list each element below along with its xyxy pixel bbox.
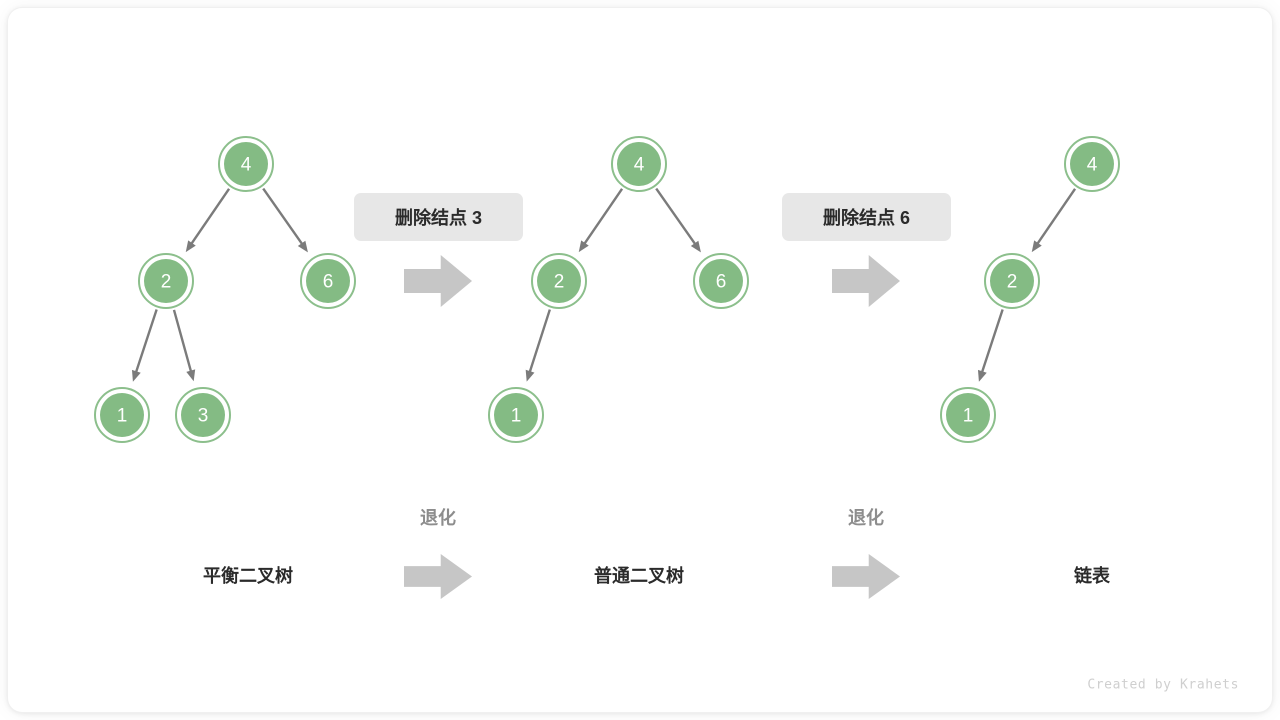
tree-node-value: 1: [117, 406, 128, 427]
transition-label: 退化: [420, 507, 456, 528]
tree-edge: [131, 309, 158, 382]
transition-label: 退化: [848, 507, 884, 528]
tree-edges-layer: [131, 187, 1077, 382]
tree-node-value: 4: [634, 155, 645, 176]
tree-node[interactable]: 4: [611, 136, 667, 192]
operation-label: 删除结点 6: [782, 193, 951, 241]
tree-node-value: 6: [323, 272, 334, 293]
tree-edge: [1031, 188, 1077, 253]
tree-edge: [977, 309, 1004, 382]
stage-caption: 链表: [1074, 565, 1111, 586]
credit-watermark: Created by Krahets: [1087, 678, 1239, 693]
tree-node[interactable]: 6: [693, 253, 749, 309]
tree-node[interactable]: 3: [175, 387, 231, 443]
diagram-canvas: 删除结点 3 删除结点 6 4 2 6 1 3 4 2 6 1 4 2 1 平衡二叉树 普通二叉树 链表 退…: [94, 136, 1239, 693]
transition-block-arrow-icon: [404, 554, 472, 599]
edge-arrowhead: [186, 369, 196, 382]
edge-arrowhead: [131, 369, 141, 382]
tree-node-value: 2: [161, 272, 172, 293]
operation-label-box: [782, 193, 951, 241]
stage-caption: 普通二叉树: [594, 565, 684, 586]
tree-edge: [655, 187, 701, 253]
edge-arrowhead: [185, 240, 196, 253]
captions-layer: 平衡二叉树 普通二叉树 链表: [203, 565, 1111, 586]
transitions-layer: 退化 退化: [404, 507, 900, 599]
edge-arrowhead: [690, 240, 701, 253]
operation-label-box: [354, 193, 523, 241]
tree-node-value: 4: [1087, 155, 1098, 176]
edge-arrowhead: [525, 369, 535, 382]
edge-arrowhead: [1031, 240, 1042, 253]
edge-arrowhead: [578, 240, 589, 253]
tree-node[interactable]: 1: [940, 387, 996, 443]
tree-node-value: 2: [1007, 272, 1018, 293]
stage-caption: 平衡二叉树: [203, 565, 293, 586]
edge-arrowhead: [297, 240, 308, 253]
tree-node[interactable]: 4: [218, 136, 274, 192]
tree-node[interactable]: 1: [488, 387, 544, 443]
tree-edge: [172, 309, 196, 382]
diagram-card: 删除结点 3 删除结点 6 4 2 6 1 3 4 2 6 1 4 2 1 平衡二叉树 普通二叉树 链表 退…: [8, 8, 1272, 712]
operation-label-text: 删除结点 3: [395, 207, 482, 228]
tree-node[interactable]: 4: [1064, 136, 1120, 192]
tree-node-value: 2: [554, 272, 565, 293]
tree-edge: [525, 309, 551, 382]
tree-node[interactable]: 2: [984, 253, 1040, 309]
tree-node-value: 6: [716, 272, 727, 293]
tree-nodes-layer: 4 2 6 1 3 4 2 6 1 4 2 1: [94, 136, 1120, 443]
tree-node[interactable]: 6: [300, 253, 356, 309]
transition-block-arrow-icon: [832, 554, 900, 599]
tree-node-value: 4: [241, 155, 252, 176]
block-arrows-layer: [404, 255, 900, 307]
operation-label: 删除结点 3: [354, 193, 523, 241]
operation-block-arrow-icon: [404, 255, 472, 307]
tree-node[interactable]: 2: [531, 253, 587, 309]
tree-node-value: 1: [511, 406, 522, 427]
operation-labels-layer: 删除结点 3 删除结点 6: [354, 193, 951, 241]
tree-node[interactable]: 1: [94, 387, 150, 443]
tree-edge: [185, 188, 231, 253]
operation-block-arrow-icon: [832, 255, 900, 307]
tree-node-value: 3: [198, 406, 209, 427]
tree-node[interactable]: 2: [138, 253, 194, 309]
operation-label-text: 删除结点 6: [823, 207, 910, 228]
tree-edge: [262, 187, 308, 253]
tree-edge: [578, 188, 624, 253]
tree-node-value: 1: [963, 406, 974, 427]
edge-arrowhead: [977, 369, 987, 382]
